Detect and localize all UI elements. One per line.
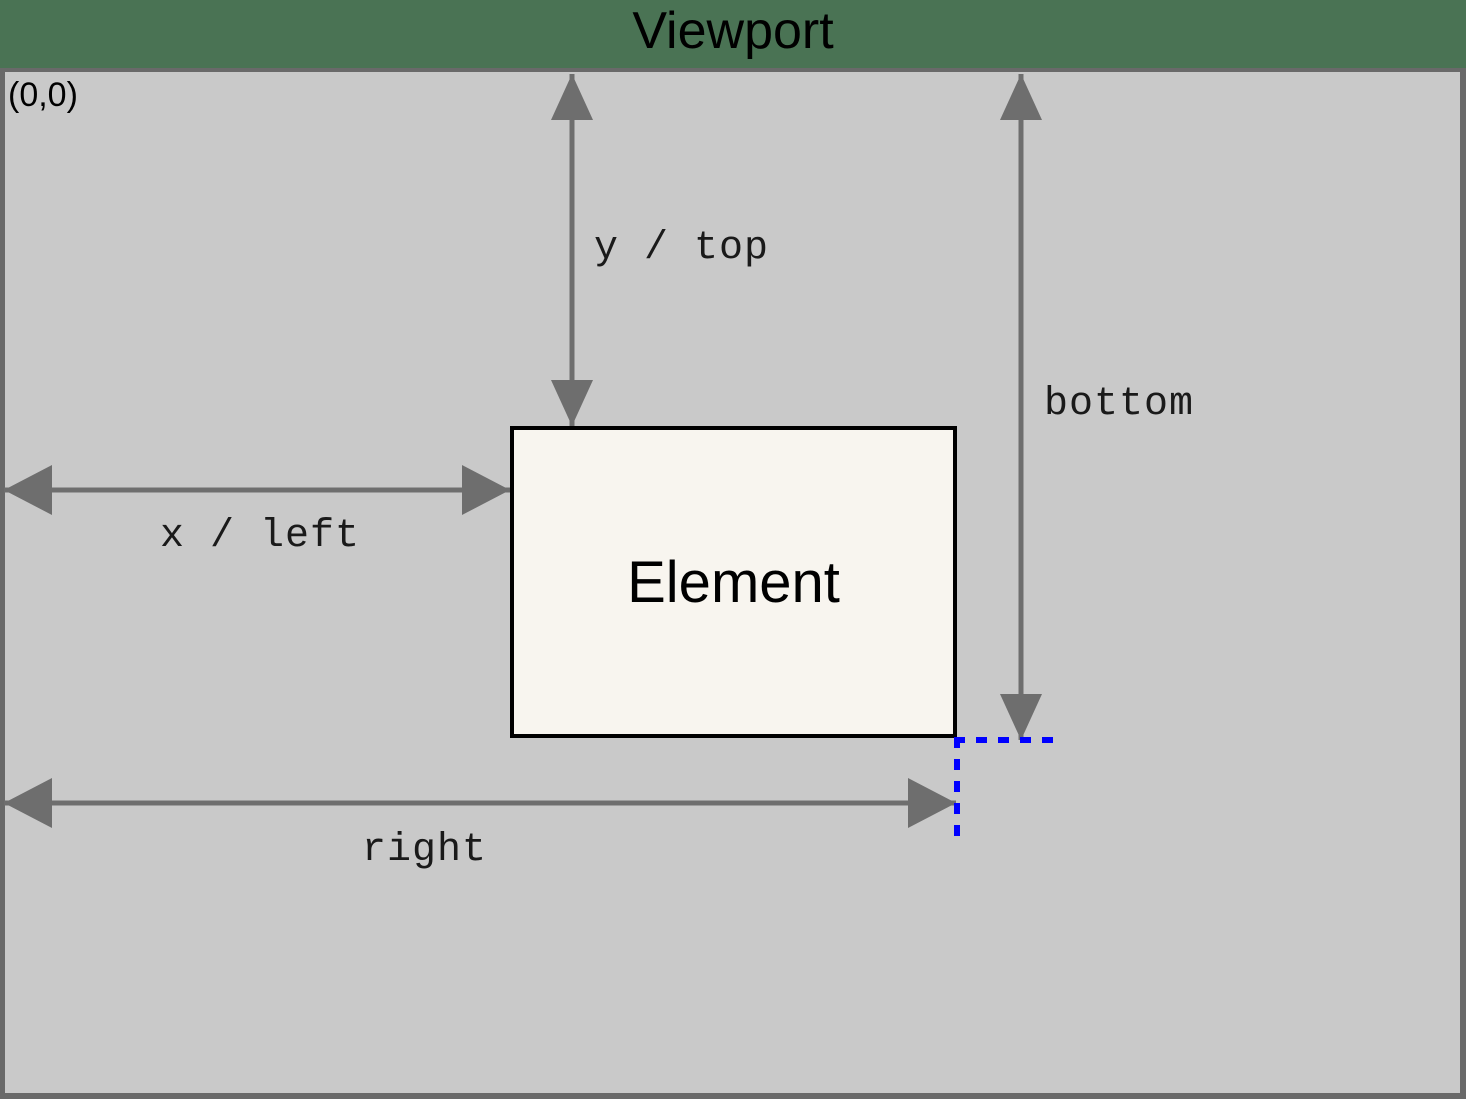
page-title: Viewport xyxy=(632,2,834,60)
origin-coordinate-label: (0,0) xyxy=(8,76,78,114)
measure-label-y-top: y / top xyxy=(594,226,770,271)
measure-label-right: right xyxy=(362,828,488,873)
element-box xyxy=(510,426,957,738)
viewport-header-band: Viewport xyxy=(0,0,1466,68)
measure-label-x-left: x / left xyxy=(160,514,361,559)
measure-label-bottom: bottom xyxy=(1044,382,1195,427)
element-box-label: Element xyxy=(627,550,840,615)
